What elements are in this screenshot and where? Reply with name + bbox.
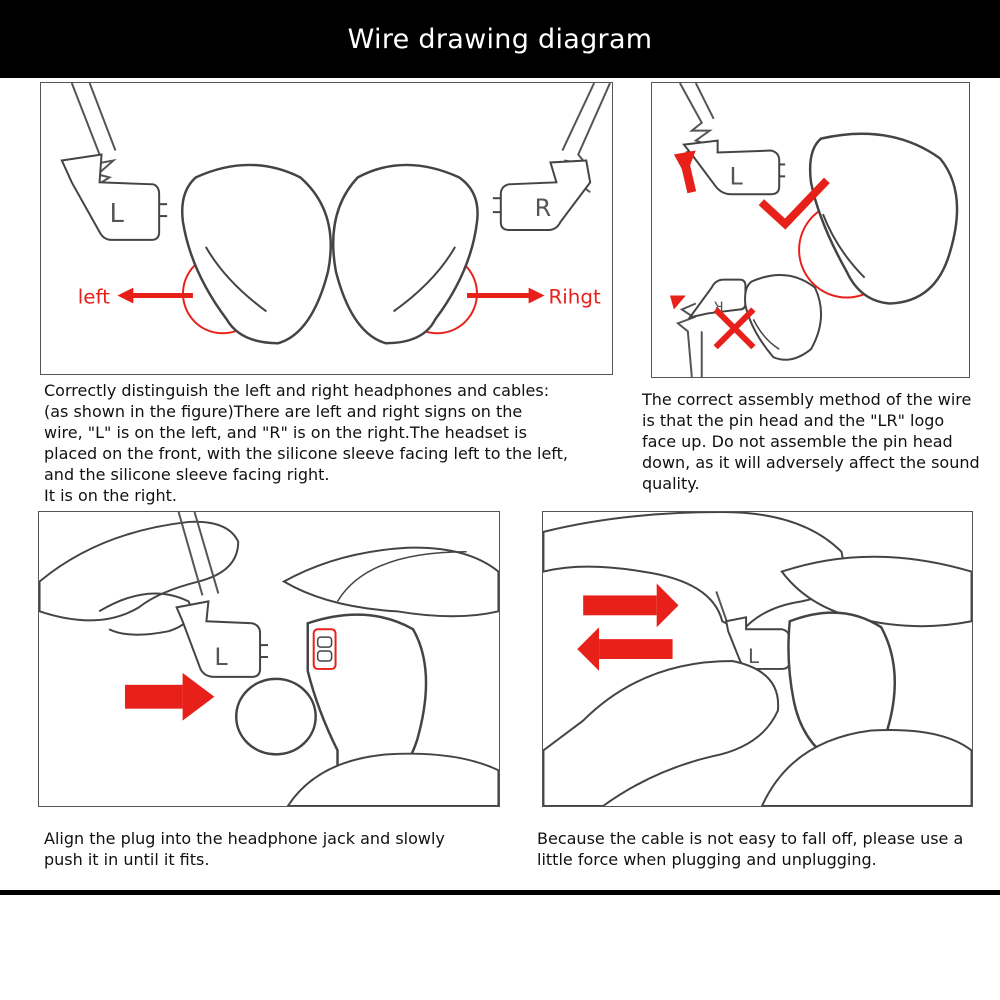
caption-line: It is on the right.	[44, 486, 177, 505]
page-title: Wire drawing diagram	[0, 0, 1000, 78]
arrow-left-label: left	[78, 285, 110, 308]
plug-incorrect-letter: R	[714, 298, 724, 314]
plug-correct-letter: L	[730, 162, 744, 190]
caption-line: face up. Do not assemble the pin head	[642, 432, 953, 451]
caption-line: little force when plugging and unpluggin…	[537, 850, 877, 869]
plug-align: L	[175, 600, 269, 678]
plug-force-letter: L	[748, 645, 759, 668]
cross-icon	[713, 307, 756, 350]
diagram-plug-force: L	[543, 512, 972, 806]
caption-line: The correct assembly method of the wire	[642, 390, 972, 409]
arrow-right-label: Rihgt	[548, 285, 601, 308]
diagram-align-plug: L	[39, 512, 499, 806]
checkmark-icon	[758, 177, 830, 230]
plug-incorrect: R	[687, 278, 747, 319]
panel-left-right-identification: L R left	[40, 82, 613, 375]
caption-line: placed on the front, with the silicone s…	[44, 444, 569, 463]
footer-divider	[0, 890, 1000, 895]
arrow-right: Rihgt	[467, 285, 601, 308]
panel-pin-orientation: L R	[651, 82, 970, 378]
plug-correct: L	[681, 139, 786, 196]
arrow-left: left	[78, 285, 193, 308]
caption-line: Because the cable is not easy to fall of…	[537, 829, 964, 848]
diagram-left-right: L R left	[60, 83, 611, 345]
panel-align-plug: L	[38, 511, 500, 807]
arrow-down-incorrect	[669, 295, 686, 310]
caption-line: quality.	[642, 474, 700, 493]
arrow-push-in	[124, 672, 215, 721]
caption-identification: Correctly distinguish the left and right…	[44, 380, 568, 506]
diagram-pin-orientation: L R	[669, 83, 959, 377]
right-plug-letter: R	[535, 194, 552, 222]
panel-plug-force: L	[542, 511, 973, 807]
arrow-unplug	[577, 627, 673, 671]
page-title-text: Wire drawing diagram	[347, 23, 653, 55]
caption-line: Align the plug into the headphone jack a…	[44, 829, 445, 848]
caption-pin-orientation: The correct assembly method of the wire …	[642, 389, 980, 494]
caption-line: push it in until it fits.	[44, 850, 210, 869]
caption-align-plug: Align the plug into the headphone jack a…	[44, 828, 445, 870]
caption-line: and the silicone sleeve facing right.	[44, 465, 330, 484]
left-plug: L	[60, 153, 168, 241]
arrow-plug-in	[583, 583, 679, 628]
incorrect-earpiece	[744, 273, 823, 361]
right-plug: R	[492, 159, 592, 231]
caption-line: is that the pin head and the "LR" logo	[642, 411, 945, 430]
left-plug-letter: L	[109, 199, 124, 229]
silicone-tip	[234, 677, 317, 756]
correct-earpiece	[798, 132, 959, 305]
caption-plug-force: Because the cable is not easy to fall of…	[537, 828, 963, 870]
left-earpiece	[181, 163, 332, 345]
caption-line: wire, "L" is on the left, and "R" is on …	[44, 423, 527, 442]
caption-line: Correctly distinguish the left and right…	[44, 381, 550, 400]
plug-align-letter: L	[214, 643, 228, 671]
right-earpiece	[331, 163, 479, 345]
caption-line: down, as it will adversely affect the so…	[642, 453, 980, 472]
caption-line: (as shown in the figure)There are left a…	[44, 402, 523, 421]
